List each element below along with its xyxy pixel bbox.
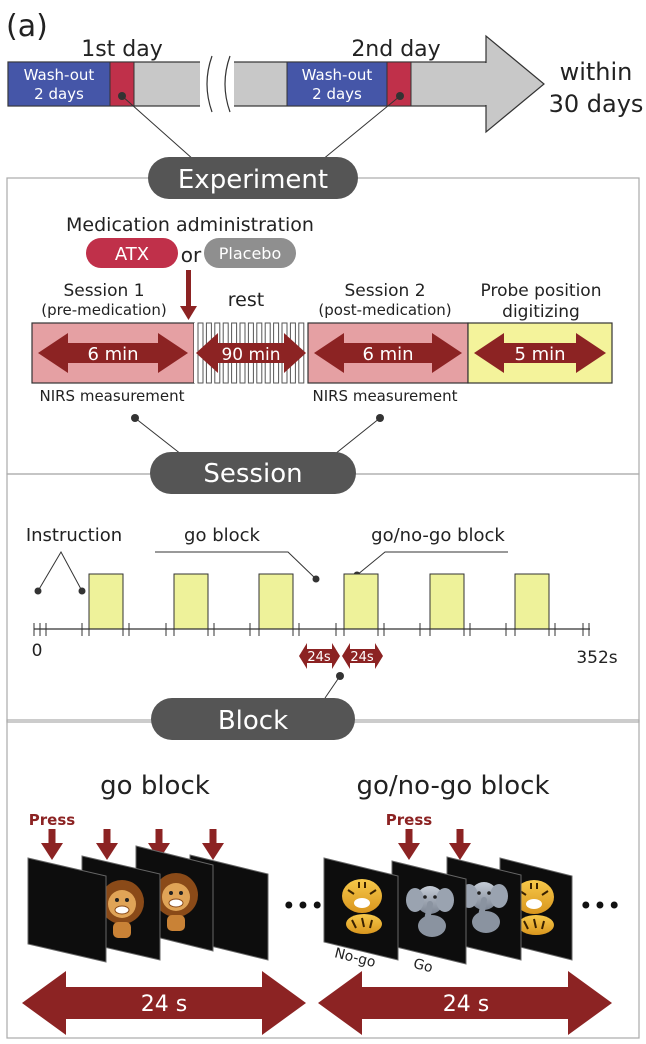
session-blocks xyxy=(88,573,550,630)
experiment-header-text: Experiment xyxy=(178,165,328,195)
connector-day1 xyxy=(121,95,195,161)
nirs-label-1: NIRS measurement xyxy=(39,387,184,405)
connector-session-right xyxy=(329,417,381,459)
axis-end-label: 352s xyxy=(576,648,617,668)
session2-line1: Session 2 xyxy=(344,281,425,301)
nirs-label-2: NIRS measurement xyxy=(312,387,457,405)
panel-label: (a) xyxy=(6,9,48,44)
atx-pill: ATX xyxy=(86,238,178,268)
probe-line1: Probe position xyxy=(481,281,602,301)
connector-block xyxy=(324,675,341,699)
atx-label: ATX xyxy=(115,244,149,265)
press-arrows xyxy=(41,829,471,860)
go-ellipsis: ••• xyxy=(282,892,324,920)
block-header-text: Block xyxy=(218,706,288,736)
interval1-label: 24s xyxy=(307,650,331,665)
rest-duration: 90 min xyxy=(221,345,280,365)
medication-title: Medication administration xyxy=(66,214,314,236)
washout1-line1: Wash-out xyxy=(24,66,95,84)
interval-arrow-1: 24s xyxy=(299,643,340,669)
connector-session-left xyxy=(134,417,187,459)
session-header-text: Session xyxy=(203,459,302,489)
session2-duration-arrow: 6 min xyxy=(314,333,462,373)
go-block-duration-arrow: 24 s xyxy=(22,971,306,1035)
press-down-arrow xyxy=(398,829,420,860)
connector-day2 xyxy=(321,95,401,161)
interval2-label: 24s xyxy=(350,650,374,665)
press-down-arrow xyxy=(202,829,224,860)
session-block xyxy=(173,573,209,630)
probe-duration-arrow: 5 min xyxy=(474,333,606,373)
washout-block-2: Wash-out 2 days xyxy=(286,61,388,107)
rest-duration-arrow: 90 min xyxy=(196,333,306,373)
session2-line2: (post-medication) xyxy=(318,301,451,319)
session-block xyxy=(88,573,124,630)
session-block xyxy=(258,573,294,630)
go-label: Go xyxy=(412,956,435,976)
washout1-line2: 2 days xyxy=(34,85,84,103)
press-down-arrow xyxy=(449,829,471,860)
interval-arrow-2: 24s xyxy=(342,643,383,669)
session-block xyxy=(343,573,379,630)
gonogo-duration-label: 24 s xyxy=(443,992,489,1017)
washout2-line2: 2 days xyxy=(312,85,362,103)
session-header: Session xyxy=(150,452,356,494)
go-duration-label: 24 s xyxy=(141,992,187,1017)
medication-down-arrow xyxy=(180,270,197,320)
within-line2: 30 days xyxy=(549,90,644,118)
gonogo-stimulus-1 xyxy=(323,857,399,961)
within-line1: within xyxy=(560,58,633,86)
block-header: Block xyxy=(151,698,355,740)
session1-duration-arrow: 6 min xyxy=(38,333,188,373)
session1-duration: 6 min xyxy=(87,344,138,365)
press-down-arrow xyxy=(96,829,118,860)
day1-label: 1st day xyxy=(81,37,163,62)
press-label-right: Press xyxy=(386,811,432,829)
probe-line2: digitizing xyxy=(502,302,580,322)
day2-label: 2nd day xyxy=(351,37,440,62)
press-label-left: Press xyxy=(29,811,75,829)
tiger-image xyxy=(341,878,383,935)
press-down-arrow xyxy=(41,829,63,860)
washout2-line1: Wash-out xyxy=(302,66,373,84)
gonogo-stimulus-2 xyxy=(391,860,467,965)
probe-duration: 5 min xyxy=(514,344,565,365)
gonogo-block-label: go/no-go block xyxy=(371,525,505,546)
experiment-header: Experiment xyxy=(148,157,358,199)
go-stimulus-1 xyxy=(27,857,107,963)
gonogo-ellipsis: ••• xyxy=(579,892,621,920)
go-block-label: go block xyxy=(184,525,260,546)
rest-label: rest xyxy=(228,289,264,311)
session1-line1: Session 1 xyxy=(63,281,144,301)
session-ticks xyxy=(33,623,590,636)
session-block xyxy=(429,573,465,630)
or-label: or xyxy=(181,243,202,267)
washout-block-1: Wash-out 2 days xyxy=(7,61,111,107)
instruction-label: Instruction xyxy=(26,525,122,546)
go-block-title: go block xyxy=(100,771,210,801)
gonogo-block-title: go/no-go block xyxy=(356,771,549,801)
axis-start-label: 0 xyxy=(32,641,43,661)
session1-line2: (pre-medication) xyxy=(41,301,166,319)
session2-duration: 6 min xyxy=(362,344,413,365)
placebo-pill: Placebo xyxy=(204,238,296,268)
gonogo-block-duration-arrow: 24 s xyxy=(318,971,612,1035)
placebo-label: Placebo xyxy=(219,244,281,263)
session-block xyxy=(514,573,550,630)
